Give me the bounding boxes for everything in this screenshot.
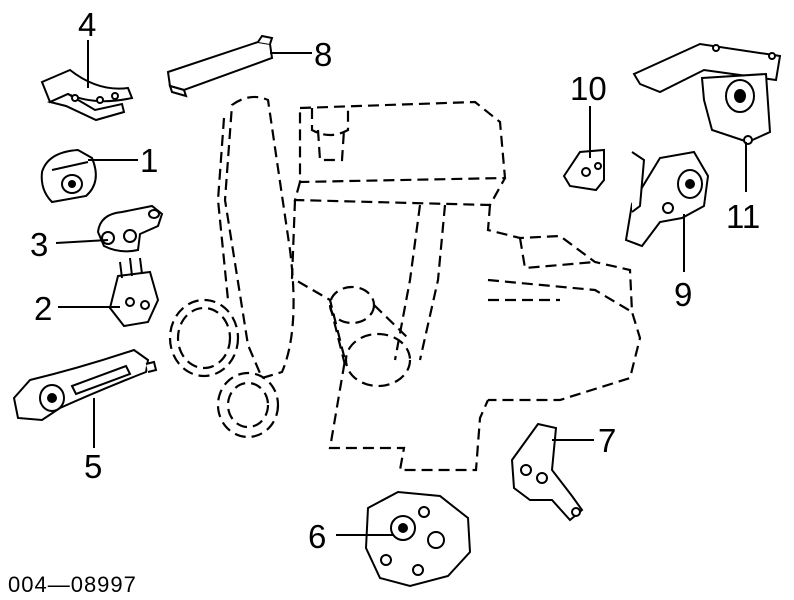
callout-10: 10 — [570, 70, 607, 107]
callout-5: 5 — [84, 448, 102, 485]
part-10-small-bracket — [562, 148, 605, 192]
callout-4: 4 — [78, 6, 96, 43]
callout-11: 11 — [726, 198, 760, 235]
callout-8: 8 — [314, 36, 332, 73]
callout-1: 1 — [140, 142, 158, 179]
leader-lines — [55, 40, 747, 536]
callout-2: 2 — [34, 290, 52, 327]
part-6-mount-bracket — [364, 490, 472, 588]
part-1-mount — [40, 148, 97, 204]
callout-6: 6 — [308, 518, 326, 555]
part-8-long-bracket — [166, 34, 274, 98]
callout-3: 3 — [30, 226, 48, 263]
leader-3 — [55, 239, 109, 244]
engine-block-outline — [290, 100, 642, 472]
part-11-mount-bracket — [632, 42, 782, 145]
belt-and-pulleys — [168, 95, 295, 439]
part-9-mount — [624, 150, 710, 248]
callout-9: 9 — [674, 276, 692, 313]
oil-filter-outline — [328, 285, 412, 388]
part-7-bracket — [510, 422, 584, 522]
part-3-mount — [96, 204, 164, 253]
figure-id: 004—08997 — [8, 572, 137, 597]
part-5-torque-strut — [12, 348, 158, 422]
callouts: 4 8 1 3 2 5 6 7 10 9 11 — [30, 6, 760, 555]
part-2-mount-bracket — [108, 257, 160, 328]
callout-7: 7 — [598, 422, 616, 459]
